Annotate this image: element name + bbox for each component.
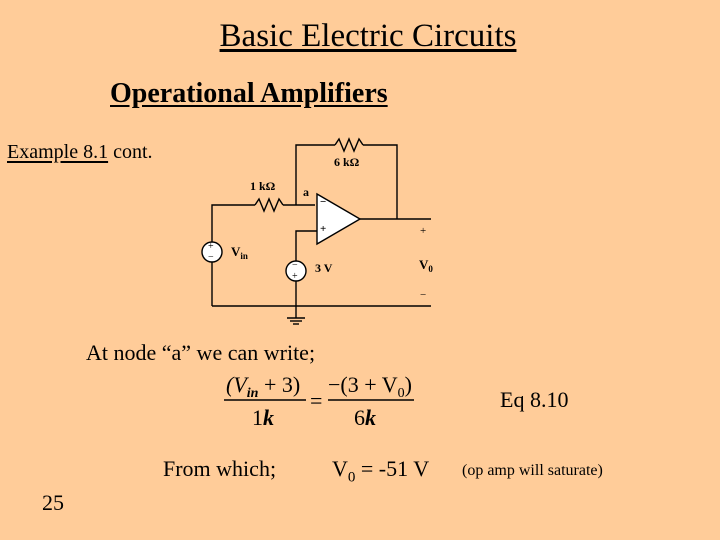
noninv-input-sign: +: [320, 223, 326, 235]
vin-minus-sign: −: [208, 252, 214, 263]
vo-label: V0: [419, 257, 433, 274]
equation-left-denominator: 1k: [252, 405, 274, 430]
vin-plus-sign: +: [208, 241, 214, 252]
resistor-6k: [334, 137, 364, 153]
page-number: 25: [42, 490, 64, 515]
dc-minus-sign: −: [292, 260, 298, 271]
equation-number: Eq 8.10: [500, 387, 569, 412]
node-a-label: a: [303, 185, 309, 199]
vin-label: Vin: [231, 244, 248, 261]
vin-source-circle: [201, 241, 223, 263]
equation-right-denominator: 6k: [354, 405, 376, 430]
from-which-text: From which;: [163, 456, 277, 481]
saturation-note: (op amp will saturate): [462, 462, 603, 479]
slide-title: Basic Electric Circuits: [219, 18, 517, 54]
result-value: V0 = -51 V: [332, 456, 430, 486]
dc-plus-sign: +: [292, 271, 298, 282]
node-equation: (Vin + 3) 1k = −(3 + V0) 6k: [224, 372, 414, 430]
dc-source-label: 3 V: [315, 261, 333, 275]
resistor-1k: [254, 197, 284, 213]
wire-left-top: [211, 204, 255, 242]
slide-subtitle: Operational Amplifiers: [110, 78, 388, 109]
node-equation-intro: At node “a” we can write;: [86, 340, 316, 365]
wire-noninv: [295, 230, 317, 261]
equation-equals: =: [310, 388, 322, 413]
example-label: Example 8.1: [7, 141, 109, 163]
example-heading: Example 8.1 cont.: [7, 141, 153, 164]
inv-input-sign: −: [320, 196, 326, 208]
wire-feedback-left: [295, 144, 335, 205]
r2-label: 6 kΩ: [334, 155, 360, 169]
equation-left-numerator: (Vin + 3): [226, 372, 300, 401]
vo-plus-sign: +: [420, 225, 426, 237]
example-suffix: cont.: [108, 141, 153, 163]
r1-label: 1 kΩ: [250, 179, 276, 193]
wire-feedback-right: [363, 144, 398, 219]
op-amp-triangle: [316, 192, 362, 246]
op-amp-circuit-diagram: 1 kΩ 6 kΩ a − + + − Vin − + 3 V + V0 −: [201, 137, 433, 325]
vo-minus-sign: −: [420, 289, 426, 301]
equation-right-numerator: −(3 + V0): [328, 372, 412, 401]
